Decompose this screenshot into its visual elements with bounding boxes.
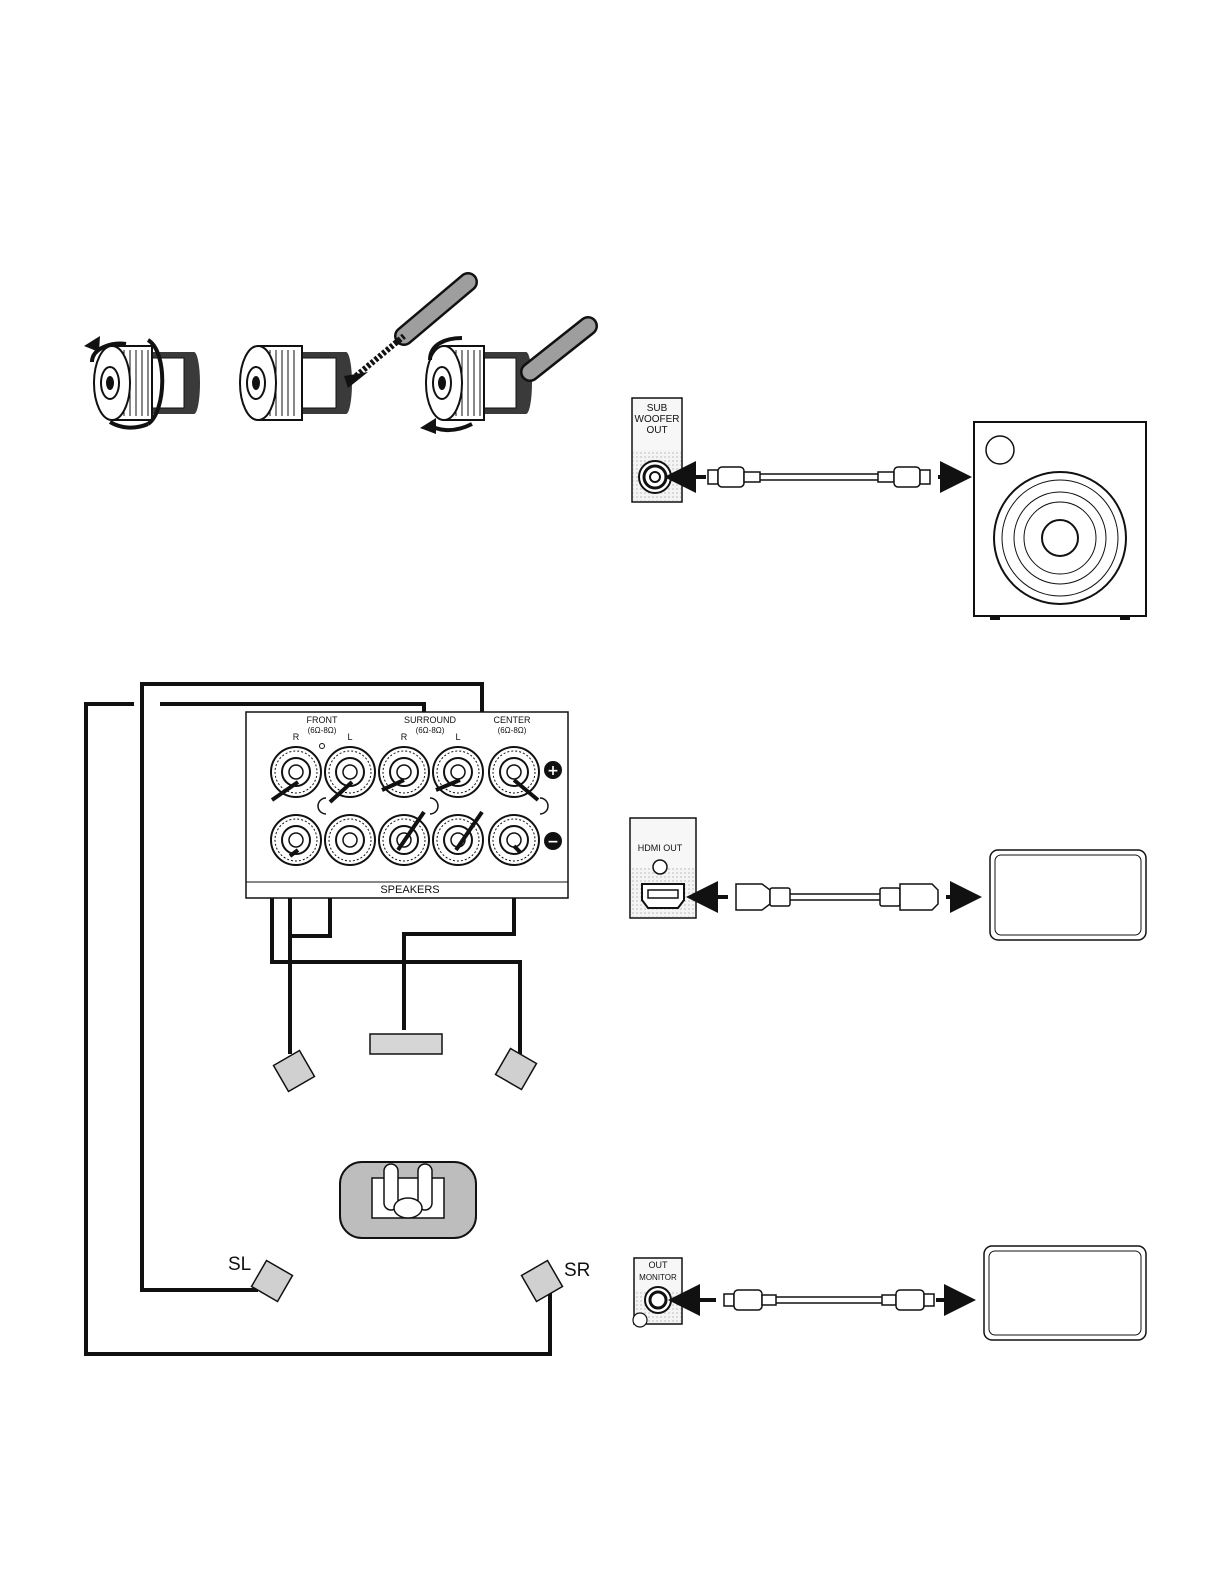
front-right-speaker-icon: [496, 1049, 537, 1090]
hdmi-out-jack-panel: HDMI OUT: [630, 818, 696, 918]
monitor-out-jack-panel: OUT MONITOR: [633, 1258, 682, 1327]
speaker-terminal-panel: FRONT (6Ω-8Ω) SURROUND (6Ω-8Ω) CENTER (6…: [246, 712, 568, 898]
monitor-out-label-line2: MONITOR: [639, 1273, 677, 1282]
subwoofer-speaker-icon: [974, 422, 1146, 620]
hdmi-display-icon: [990, 850, 1146, 940]
front-left-speaker-icon: [274, 1051, 315, 1092]
monitor-rca-cable: [676, 1290, 968, 1310]
surround-left-label: SL: [228, 1254, 251, 1275]
minus-symbol: −: [547, 834, 559, 850]
surround-ohms: (6Ω-8Ω): [416, 726, 445, 735]
hdmi-out-label: HDMI OUT: [638, 843, 683, 853]
surround-right-label: SR: [564, 1260, 590, 1281]
front-r-plus-post: [271, 747, 321, 797]
loosen-terminal-icon: [84, 336, 200, 428]
center-ohms: (6Ω-8Ω): [498, 726, 527, 735]
subwoofer-rca-cable: [672, 467, 964, 487]
center-speaker-icon: [370, 1034, 442, 1054]
front-r-label: R: [293, 732, 300, 742]
front-l-minus-post: [325, 815, 375, 865]
front-ohms: (6Ω-8Ω): [308, 726, 337, 735]
surround-r-label: R: [401, 732, 408, 742]
front-label: FRONT: [307, 715, 338, 725]
speakers-label: SPEAKERS: [380, 884, 439, 896]
plus-symbol: +: [547, 763, 559, 779]
front-r-minus-post: [271, 815, 321, 865]
listener-sofa-icon: [340, 1162, 476, 1238]
surround-right-speaker-icon: [522, 1261, 563, 1302]
monitor-display-icon: [984, 1246, 1146, 1340]
sub-label-line1: SUB: [647, 403, 668, 414]
center-plus-post: [489, 747, 539, 797]
front-l-plus-post: [325, 747, 375, 797]
monitor-out-label-line1: OUT: [649, 1260, 669, 1270]
surround-l-label: L: [455, 732, 460, 742]
surround-label: SURROUND: [404, 715, 457, 725]
sub-label-line3: OUT: [646, 425, 667, 436]
subwoofer-out-jack-panel: SUB WOOFER OUT: [632, 398, 682, 502]
surround-left-speaker-icon: [252, 1261, 293, 1302]
center-label: CENTER: [493, 715, 531, 725]
hdmi-cable: [694, 884, 974, 910]
tighten-terminal-icon: [420, 326, 588, 434]
sub-label-line2: WOOFER: [635, 414, 680, 425]
center-minus-post: [489, 815, 539, 865]
front-l-label: L: [347, 732, 352, 742]
